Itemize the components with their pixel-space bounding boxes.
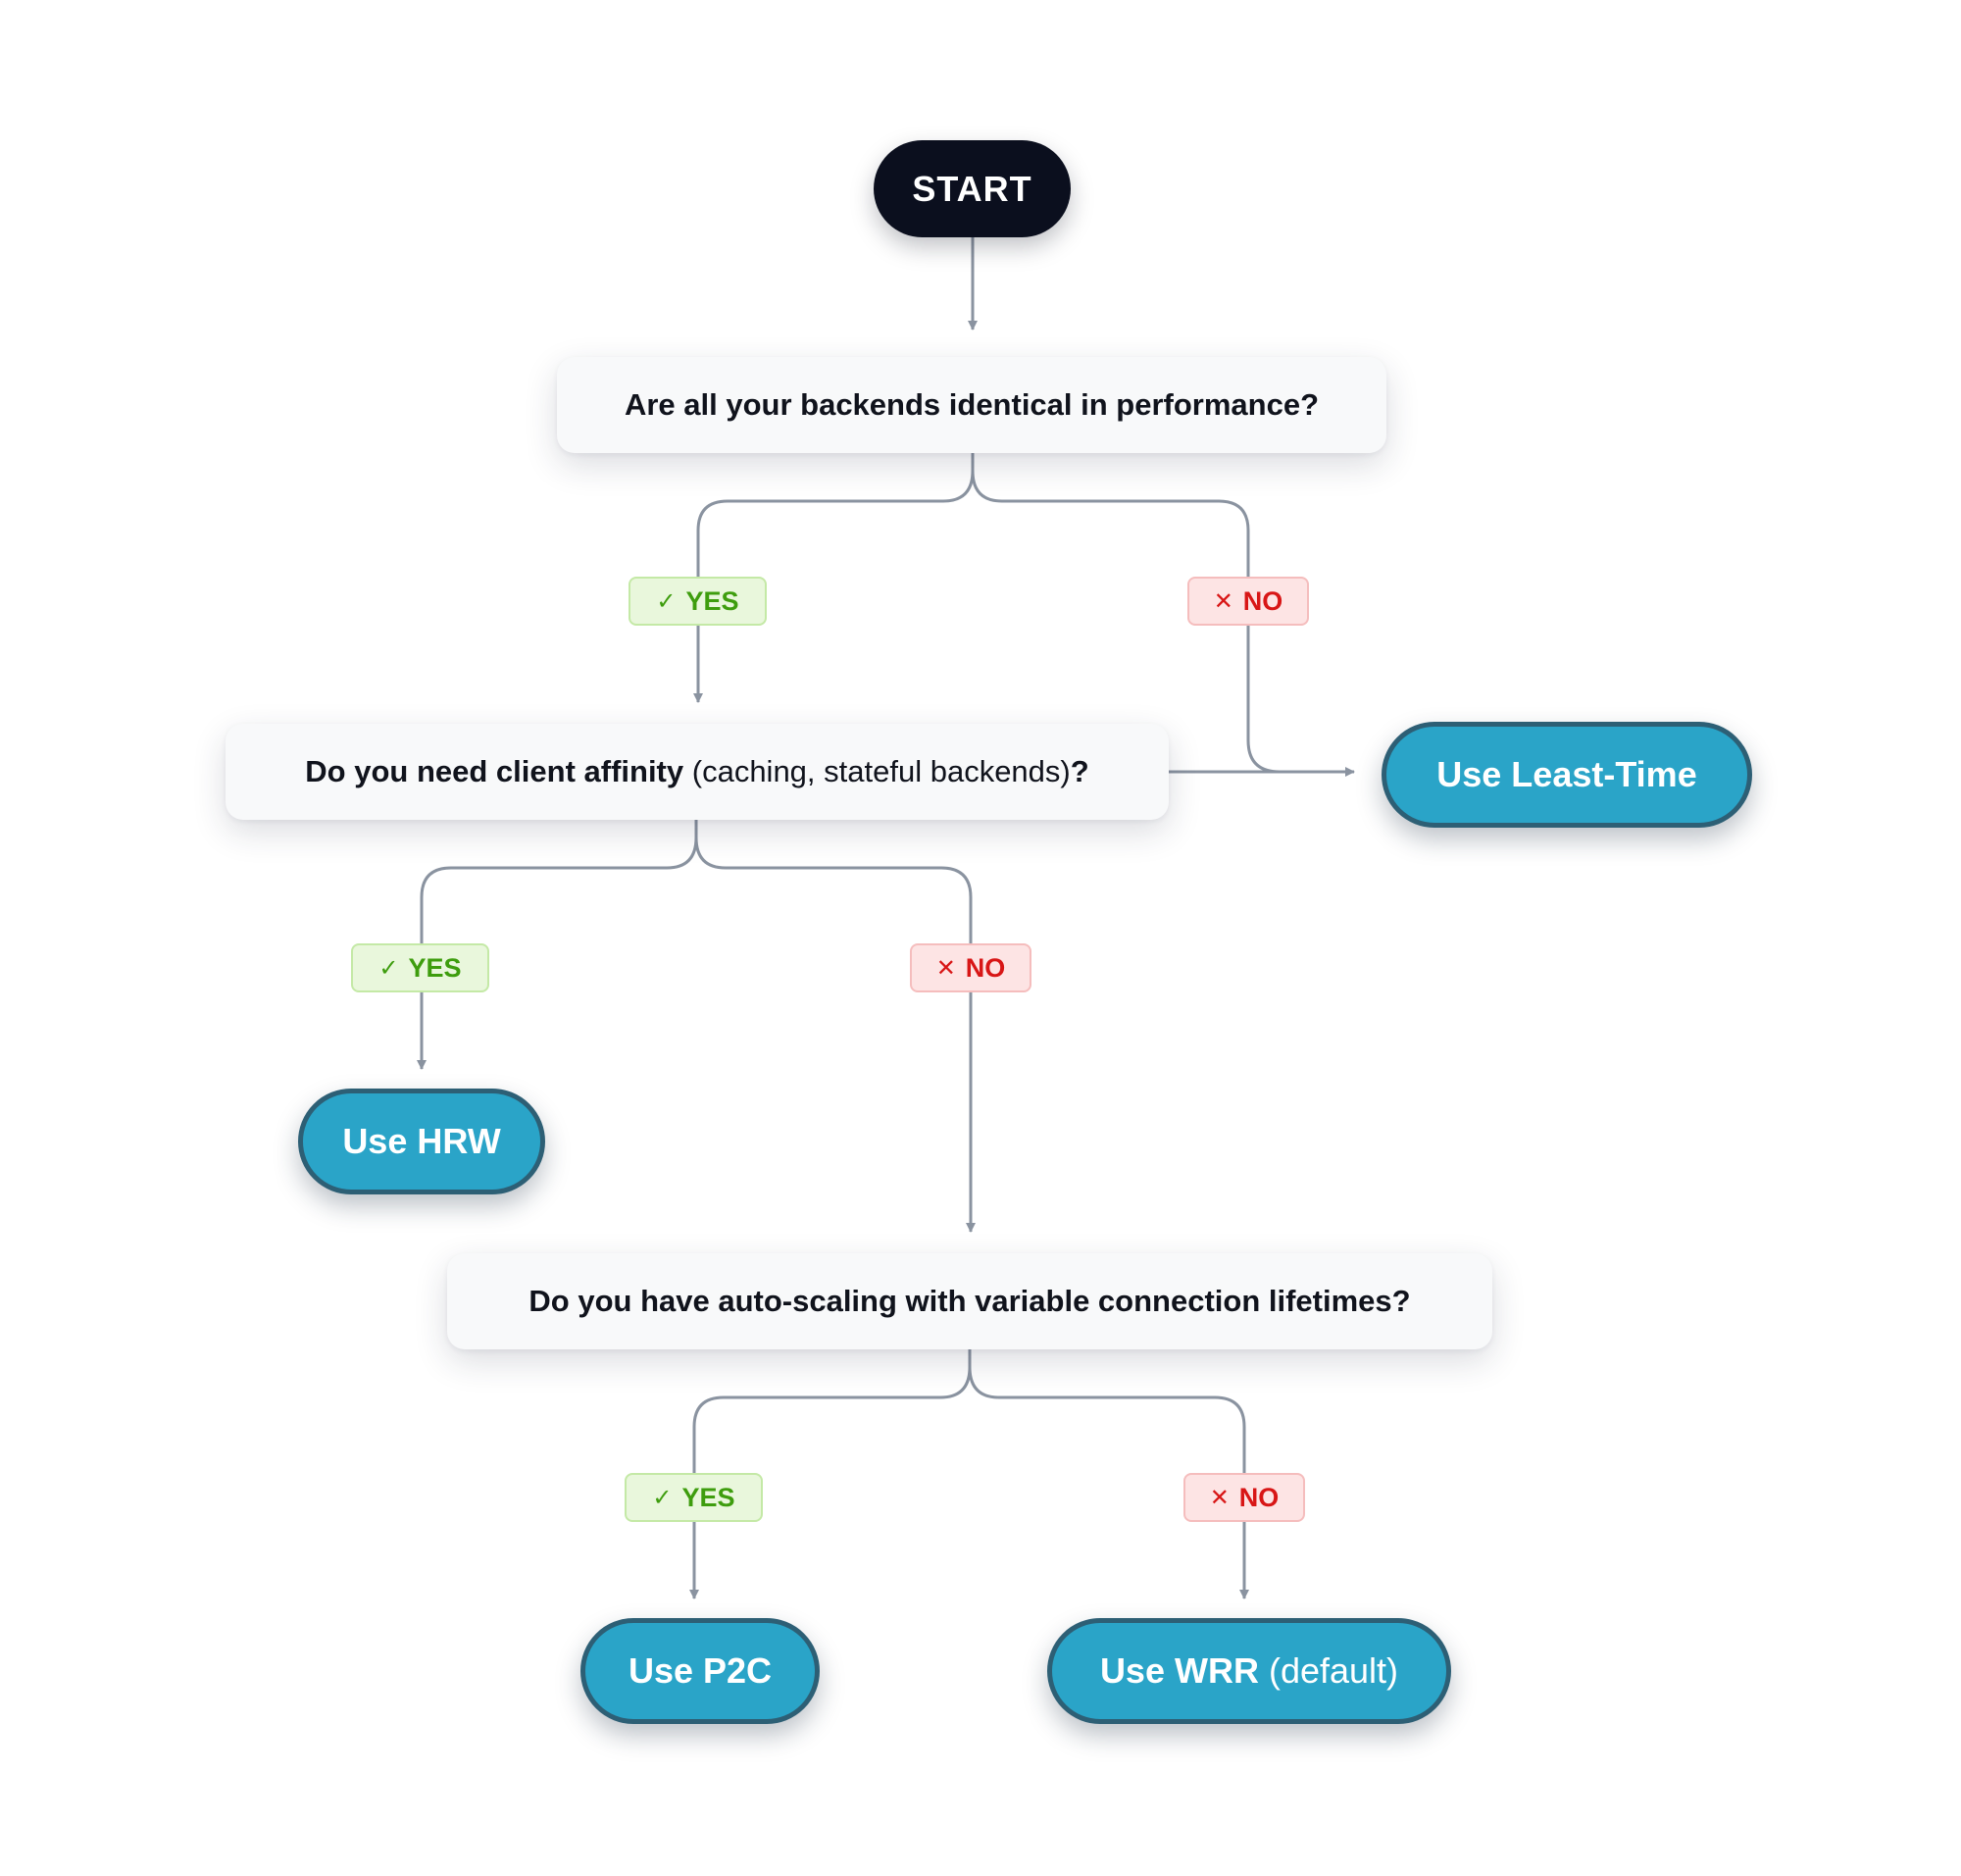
question-text: Are all your backends identical in perfo…: [624, 387, 1320, 422]
no-label: NO: [1238, 1482, 1280, 1512]
result-label: Use P2C: [628, 1650, 773, 1691]
start-node: START: [874, 140, 1071, 237]
no-badge: ✕ NO: [910, 943, 1031, 992]
yes-badge: ✓ YES: [351, 943, 489, 992]
question-text-end: ?: [1070, 754, 1089, 788]
check-icon: ✓: [652, 1484, 673, 1511]
question-text-note: (caching, stateful backends): [691, 754, 1071, 788]
question-auto-scaling: Do you have auto-scaling with variable c…: [447, 1253, 1492, 1349]
result-hrw: Use HRW: [298, 1089, 545, 1194]
edge-q3-yes: [689, 1349, 972, 1599]
result-wrr: Use WRR (default): [1047, 1618, 1451, 1724]
question-text: Do you have auto-scaling with variable c…: [528, 1284, 1411, 1318]
no-badge: ✕ NO: [1187, 577, 1309, 626]
result-label: Use WRR: [1099, 1650, 1259, 1691]
check-icon: ✓: [656, 587, 677, 615]
yes-label: YES: [681, 1482, 735, 1512]
no-label: NO: [1242, 585, 1283, 616]
check-icon: ✓: [378, 954, 399, 982]
question-text-bold: Do you need client affinity: [305, 754, 684, 788]
cross-icon: ✕: [935, 954, 956, 982]
cross-icon: ✕: [1213, 587, 1233, 615]
edge-q1-no: [971, 453, 1355, 777]
result-label: Use HRW: [342, 1121, 501, 1161]
result-label: Use Least-Time: [1436, 754, 1697, 794]
yes-label: YES: [685, 585, 739, 616]
result-note: (default): [1268, 1650, 1399, 1691]
yes-badge: ✓ YES: [629, 577, 767, 626]
no-badge: ✕ NO: [1183, 1473, 1305, 1522]
edge-q1-yes: [693, 453, 975, 703]
edge-q2-no: [694, 820, 976, 1233]
yes-badge: ✓ YES: [625, 1473, 763, 1522]
question-backends-identical: Are all your backends identical in perfo…: [557, 357, 1386, 453]
edge-q3-no: [968, 1349, 1249, 1599]
no-label: NO: [965, 952, 1006, 983]
question-client-affinity: Do you need client affinity (caching, st…: [226, 724, 1169, 820]
cross-icon: ✕: [1209, 1484, 1230, 1511]
yes-label: YES: [408, 952, 462, 983]
start-label: START: [912, 168, 1032, 209]
edge-q2-yes: [417, 820, 698, 1070]
result-p2c: Use P2C: [580, 1618, 820, 1724]
result-least-time: Use Least-Time: [1382, 722, 1752, 828]
